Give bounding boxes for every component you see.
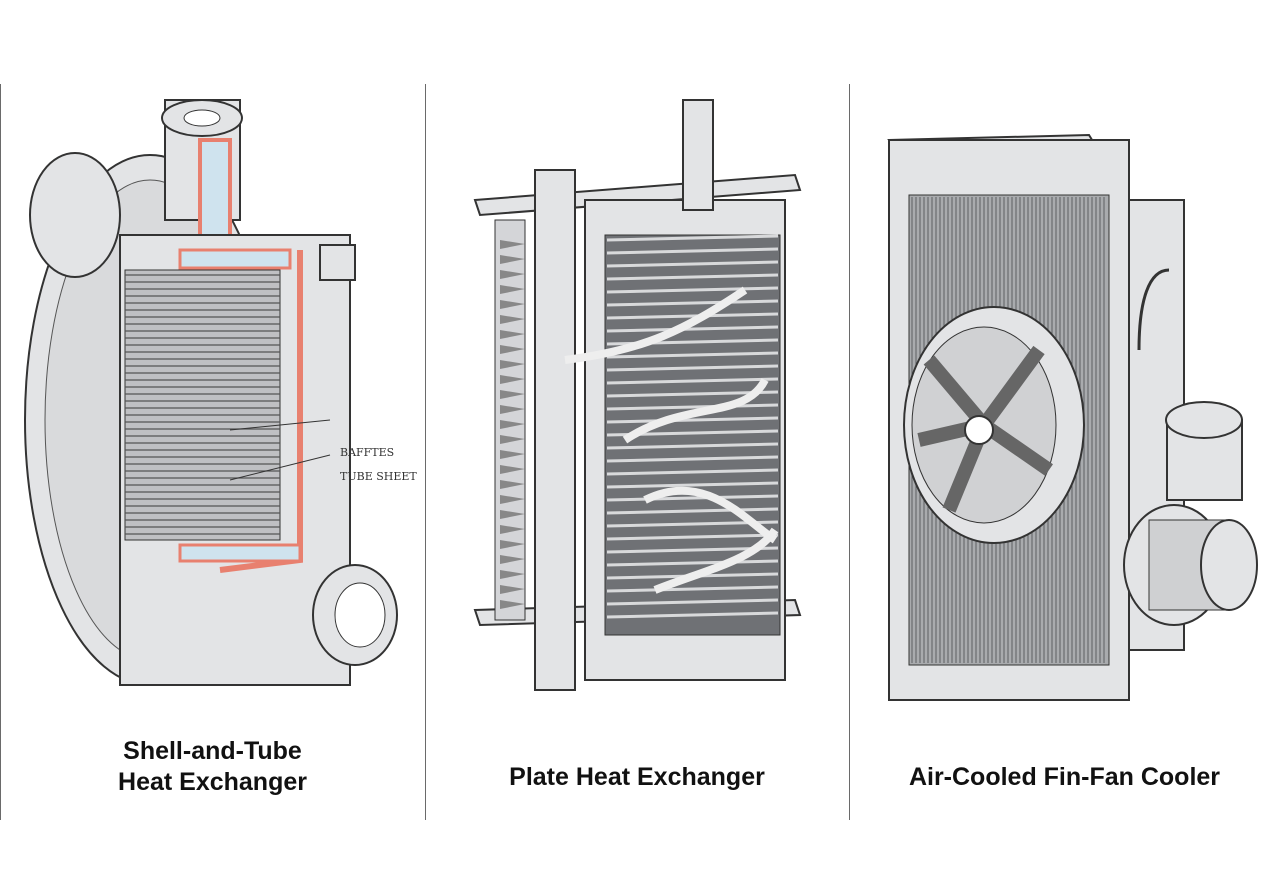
divider-1 (425, 84, 426, 820)
label-baffles: BAFFTES (340, 446, 394, 459)
fin-fan-cooler-illustration: (function(){var g=document.currentScript… (887, 133, 1258, 701)
caption-fin-fan: Air-Cooled Fin-Fan Cooler (908, 763, 1221, 791)
label-tube-sheet: TUBE SHEET (340, 470, 417, 483)
panel-shell-and-tube: (function(){var g=document.currentScript… (0, 0, 425, 896)
caption-plate: Plate Heat Exchanger (509, 763, 765, 791)
caption-line-2: Heat Exchanger (118, 768, 307, 796)
divider-2 (849, 84, 850, 820)
plate-heat-exchanger-illustration: (function(){var g=document.currentScript… (473, 99, 802, 691)
caption-line-1: Shell-and-Tube (123, 737, 302, 765)
plate-ridges: (function(){var g=document.currentScript… (500, 234, 779, 619)
motor (1123, 268, 1258, 626)
caption-shell-and-tube: Shell-and-Tube Heat Exchanger (0, 736, 425, 798)
left-border (0, 84, 1, 820)
fan (903, 306, 1085, 544)
panel-plate: (function(){var g=document.currentScript… (425, 0, 849, 896)
tube-bundle: (function(){var g=document.currentScript… (125, 274, 280, 535)
shell-and-tube-illustration: (function(){var g=document.currentScript… (24, 99, 417, 686)
panel-fin-fan: (function(){var g=document.currentScript… (849, 0, 1280, 896)
